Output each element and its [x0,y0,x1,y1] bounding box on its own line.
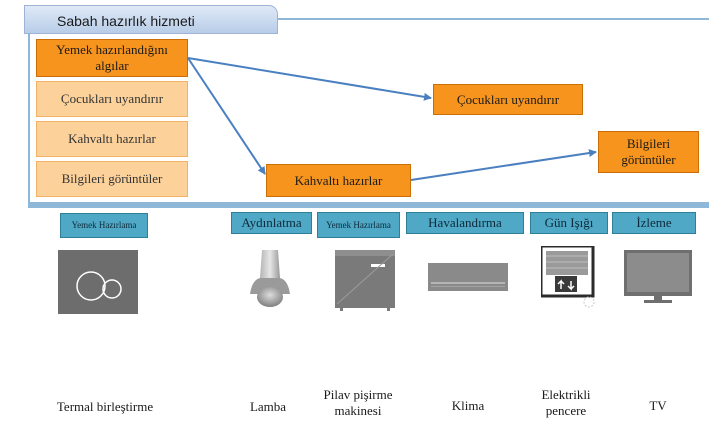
arrow-to-display-info [410,149,597,181]
device-label-thermal-fusion: Termal birleştirme [56,399,154,414]
device-label-air-conditioner: Klima [451,398,485,413]
step-prepare-breakfast: Kahvaltı hazırlar [36,121,188,157]
step-wake-children: Çocukları uyandırır [36,81,188,117]
device-label-electric-window: Elektrikli pencere [541,387,591,418]
tag-ventilation: Havalandırma [406,212,524,234]
arrow-to-prepare-breakfast [187,57,266,175]
panel-divider [28,204,709,208]
air-conditioner-icon [428,263,508,291]
device-label-rice-cooker: Pilav pişirme makinesi [323,387,393,418]
flow-step-wake-children: Çocukları uyandırır [433,84,583,115]
tag-food-preparation-2: Yemek Hazırlama [317,212,400,238]
device-label-lamp: Lamba [249,399,287,414]
flow-step-prepare-breakfast: Kahvaltı hazırlar [266,164,411,197]
tv-icon [624,250,692,303]
step-display-info: Bilgileri görüntüler [36,161,188,197]
tag-monitoring: İzleme [612,212,696,234]
device-label-tv: TV [649,398,667,413]
arrow-to-wake-children [187,57,432,101]
flow-step-display-info: Bilgileri görüntüler [598,131,699,173]
tag-lighting: Aydınlatma [231,212,312,234]
panel-title: Sabah hazırlık hizmeti [24,5,278,34]
electric-window-icon [541,246,595,308]
tag-food-preparation-1: Yemek Hazırlama [60,213,148,238]
rice-cooker-icon [335,250,395,311]
step-detect-food-ready: Yemek hazırlandığını algılar [36,39,188,77]
tag-daylight: Gün Işığı [530,212,608,234]
cooktop-icon [58,250,138,314]
lamp-icon [250,250,290,307]
